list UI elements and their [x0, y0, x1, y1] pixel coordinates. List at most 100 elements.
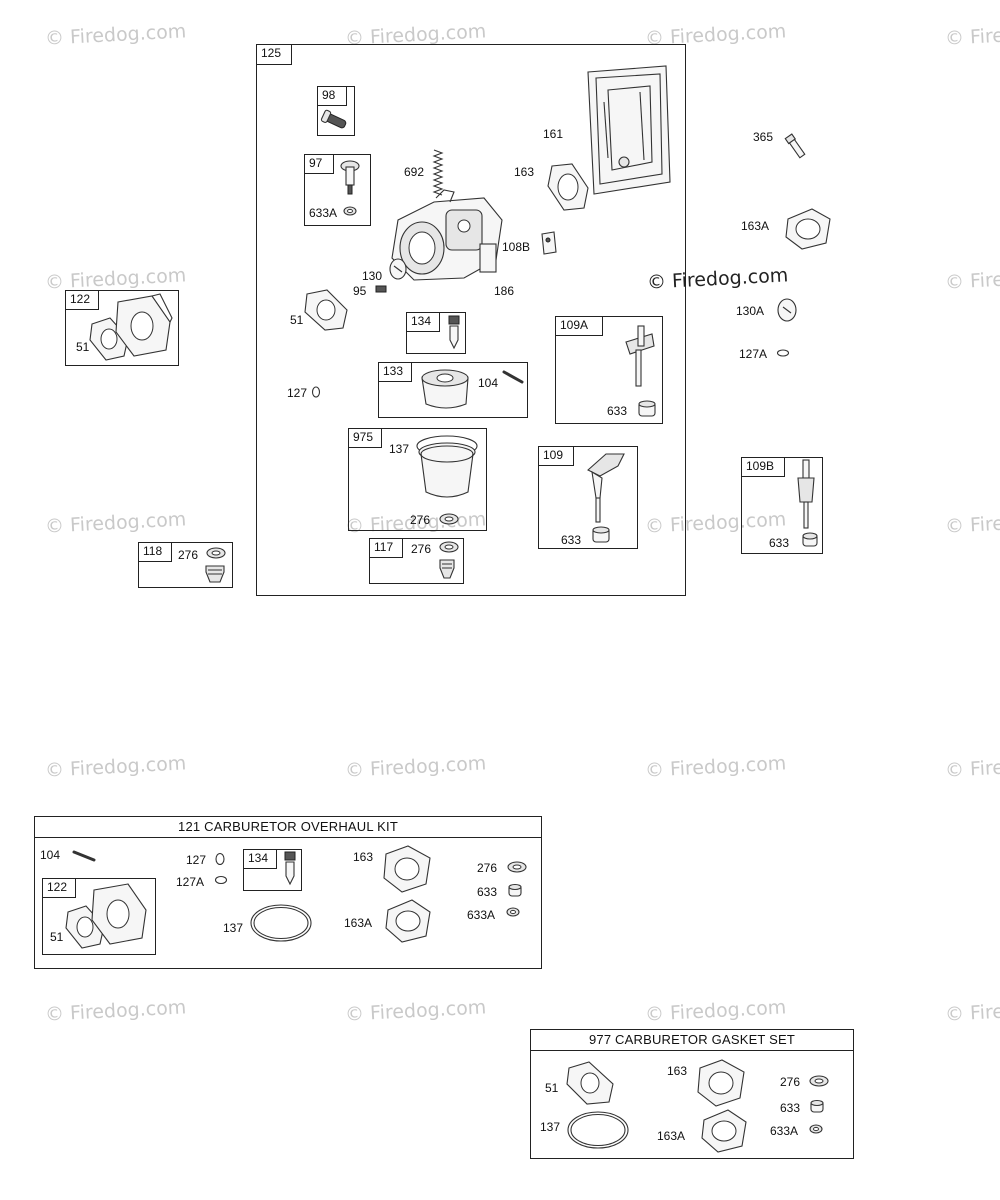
tag-125[interactable]: 125 — [256, 44, 292, 65]
kit977-label-633A: 633A — [770, 1124, 799, 1138]
o-ring-127A — [776, 349, 790, 357]
label-127A: 127A — [739, 347, 768, 361]
kit121-gasket-163A — [385, 899, 431, 943]
kit121-o-ring-127 — [215, 852, 225, 866]
kit121-label-633A: 633A — [467, 908, 496, 922]
kit977-label-163A: 163A — [657, 1129, 686, 1143]
tag-122[interactable]: 122 — [65, 290, 99, 310]
screw-365 — [784, 133, 806, 159]
label-633A-97: 633A — [309, 206, 338, 220]
seal-633-109B — [802, 532, 818, 547]
label-276-117: 276 — [411, 542, 432, 556]
kit121-label-633: 633 — [477, 885, 498, 899]
kit121-o-ring-137 — [250, 904, 312, 942]
frame-133 — [378, 362, 528, 418]
kit121-tag-134[interactable]: 134 — [243, 849, 277, 869]
carburetor-body — [391, 189, 503, 281]
label-365: 365 — [753, 130, 774, 144]
kit977-washer-633A — [809, 1124, 823, 1134]
kit977-label-163: 163 — [667, 1064, 688, 1078]
kit121-label-127: 127 — [186, 853, 207, 867]
kit-121-title: 121 CARBURETOR OVERHAUL KIT — [35, 817, 541, 838]
washer-633A-97 — [343, 206, 357, 216]
label-161: 161 — [543, 127, 564, 141]
tag-117[interactable]: 117 — [369, 538, 403, 558]
kit977-gasket-163 — [697, 1059, 745, 1107]
tag-133[interactable]: 133 — [378, 362, 412, 382]
watermark: © Firedog.com — [344, 752, 487, 782]
kit121-label-104: 104 — [40, 848, 61, 862]
frame-117 — [369, 538, 464, 584]
float-133 — [421, 369, 469, 409]
label-276-118: 276 — [178, 548, 199, 562]
label-163: 163 — [514, 165, 535, 179]
tag-975[interactable]: 975 — [348, 428, 382, 448]
kit977-washer-276 — [809, 1075, 829, 1087]
washer-276-117 — [439, 541, 459, 553]
shaft-109A — [625, 325, 655, 387]
kit121-needle-134 — [284, 851, 296, 886]
seal-633-109 — [592, 526, 610, 543]
watermark: © Firedog.com — [44, 996, 187, 1026]
label-51: 51 — [290, 313, 304, 327]
shaft-109B — [797, 459, 815, 529]
air-cleaner-base-161 — [587, 65, 671, 195]
label-137: 137 — [389, 442, 410, 456]
label-276-975: 276 — [410, 513, 431, 527]
frame-109 — [538, 446, 638, 549]
seal-633-109A — [638, 400, 656, 417]
watermark: © Firedog.com — [944, 996, 1000, 1026]
watermark: © Firedog.com — [344, 996, 487, 1026]
tag-98[interactable]: 98 — [317, 86, 347, 106]
tag-109A[interactable]: 109A — [555, 316, 603, 336]
tag-97[interactable]: 97 — [304, 154, 334, 174]
watermark: © Firedog.com — [944, 508, 1000, 538]
tag-134[interactable]: 134 — [406, 312, 440, 332]
frame-125 — [256, 44, 686, 596]
kit121-label-163A: 163A — [344, 916, 373, 930]
shaft-109 — [587, 453, 625, 523]
throttle-plate-130A — [777, 298, 797, 322]
label-95: 95 — [353, 284, 367, 298]
tag-109[interactable]: 109 — [538, 446, 574, 466]
frame-975 — [348, 428, 487, 531]
tag-118[interactable]: 118 — [138, 542, 172, 562]
screw-part-98 — [320, 109, 347, 129]
watermark: © Firedog.com — [644, 996, 787, 1026]
bowl-nut-117 — [439, 559, 455, 579]
label-692: 692 — [404, 165, 425, 179]
kit977-o-ring-137 — [567, 1111, 629, 1149]
kit977-label-633: 633 — [780, 1101, 801, 1115]
tag-109B[interactable]: 109B — [741, 457, 785, 477]
kit121-label-51: 51 — [50, 930, 64, 944]
label-633-109B: 633 — [769, 536, 790, 550]
frame-109A — [555, 316, 663, 424]
washer-276-118 — [206, 547, 226, 559]
watermark: © Firedog.com — [944, 752, 1000, 782]
kit977-gasket-51 — [566, 1061, 614, 1105]
watermark: © Firedog.com — [44, 20, 187, 50]
kit121-label-137: 137 — [223, 921, 244, 935]
kit121-washer-633A — [506, 907, 520, 917]
label-633-109A: 633 — [607, 404, 628, 418]
spring-692 — [432, 149, 444, 196]
watermark: © Firedog.com — [44, 752, 187, 782]
kit121-label-127A: 127A — [176, 875, 205, 889]
kit121-label-276: 276 — [477, 861, 498, 875]
kit121-tag-122[interactable]: 122 — [42, 878, 76, 898]
kit-977-title: 977 CARBURETOR GASKET SET — [531, 1030, 853, 1051]
label-186: 186 — [494, 284, 515, 298]
watermark: © Firedog.com — [44, 508, 187, 538]
kit977-gasket-163A — [701, 1109, 747, 1153]
kit977-label-276: 276 — [780, 1075, 801, 1089]
needle-part-134 — [448, 315, 460, 350]
label-130: 130 — [362, 269, 383, 283]
kit121-washer-276 — [507, 861, 527, 873]
kit977-label-51: 51 — [545, 1081, 559, 1095]
label-108B: 108B — [502, 240, 531, 254]
kit121-gasket-163 — [383, 845, 431, 893]
frame-118 — [138, 542, 233, 588]
frame-97 — [304, 154, 371, 226]
washer-276-975 — [439, 513, 459, 525]
watermark: © Firedog.com — [944, 264, 1000, 294]
